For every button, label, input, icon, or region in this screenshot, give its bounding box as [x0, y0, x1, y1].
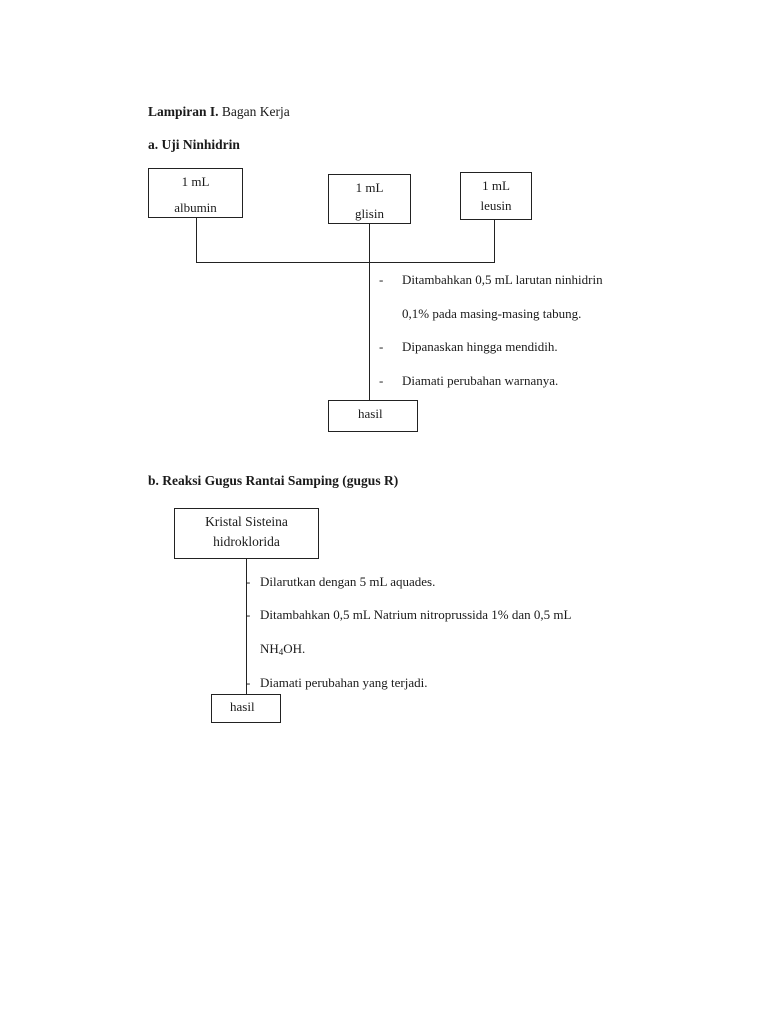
step-b3-dash: -	[246, 675, 251, 690]
box-sisteina-line1: Kristal Sisteina	[205, 514, 288, 529]
result-box-a: hasil	[328, 400, 418, 432]
appendix-label: Lampiran I.	[148, 104, 219, 119]
step-b1-text: Dilarutkan dengan 5 mL aquades.	[260, 574, 436, 589]
result-b-label: hasil	[230, 699, 255, 714]
result-box-b: hasil	[211, 694, 281, 723]
box-sisteina-line2: hidroklorida	[213, 534, 280, 549]
step-b1-dash: -	[246, 574, 251, 589]
step-a3-dash: -	[379, 373, 384, 388]
step-a2-dash: -	[379, 339, 384, 354]
connector-main-b	[246, 559, 247, 695]
section-a-title: a. Uji Ninhidrin	[148, 137, 240, 152]
box-glisin-line2: glisin	[355, 206, 384, 221]
appendix-title: Bagan Kerja	[221, 104, 290, 119]
appendix-heading: Lampiran I. Bagan Kerja	[148, 104, 290, 120]
step-b2-text: Ditambahkan 0,5 mL Natrium nitroprussida…	[260, 607, 572, 622]
box-leusin-line1: 1 mL	[482, 178, 510, 193]
step-a1-text: Ditambahkan 0,5 mL larutan ninhidrin	[402, 272, 603, 287]
step-a1-dash: -	[379, 272, 384, 287]
connector-albumin	[196, 218, 197, 262]
box-leusin-line2: leusin	[480, 198, 512, 213]
box-glisin-line1: 1 mL	[355, 180, 384, 195]
connector-horizontal-a	[196, 262, 495, 263]
box-leusin: 1 mL leusin	[460, 172, 532, 220]
box-glisin: 1 mL glisin	[328, 174, 411, 224]
section-b-title: b. Reaksi Gugus Rantai Samping (gugus R)	[148, 473, 399, 488]
box-albumin-line1: 1 mL	[181, 174, 210, 189]
step-a2-text: Dipanaskan hingga mendidih.	[402, 339, 558, 354]
step-b3-text: Diamati perubahan yang terjadi.	[260, 675, 428, 690]
connector-main-a	[369, 224, 370, 400]
result-a-label: hasil	[358, 406, 383, 421]
box-albumin: 1 mL albumin	[148, 168, 243, 218]
box-kristal-sisteina: Kristal Sisteina hidroklorida	[174, 508, 319, 559]
step-a3-text: Diamati perubahan warnanya.	[402, 373, 559, 388]
connector-leusin	[494, 220, 495, 262]
box-albumin-line2: albumin	[174, 200, 217, 215]
step-b2-dash: -	[246, 607, 251, 622]
step-b2-continuation: NH4OH.	[260, 641, 306, 657]
step-a1-continuation: 0,1% pada masing-masing tabung.	[402, 306, 582, 321]
